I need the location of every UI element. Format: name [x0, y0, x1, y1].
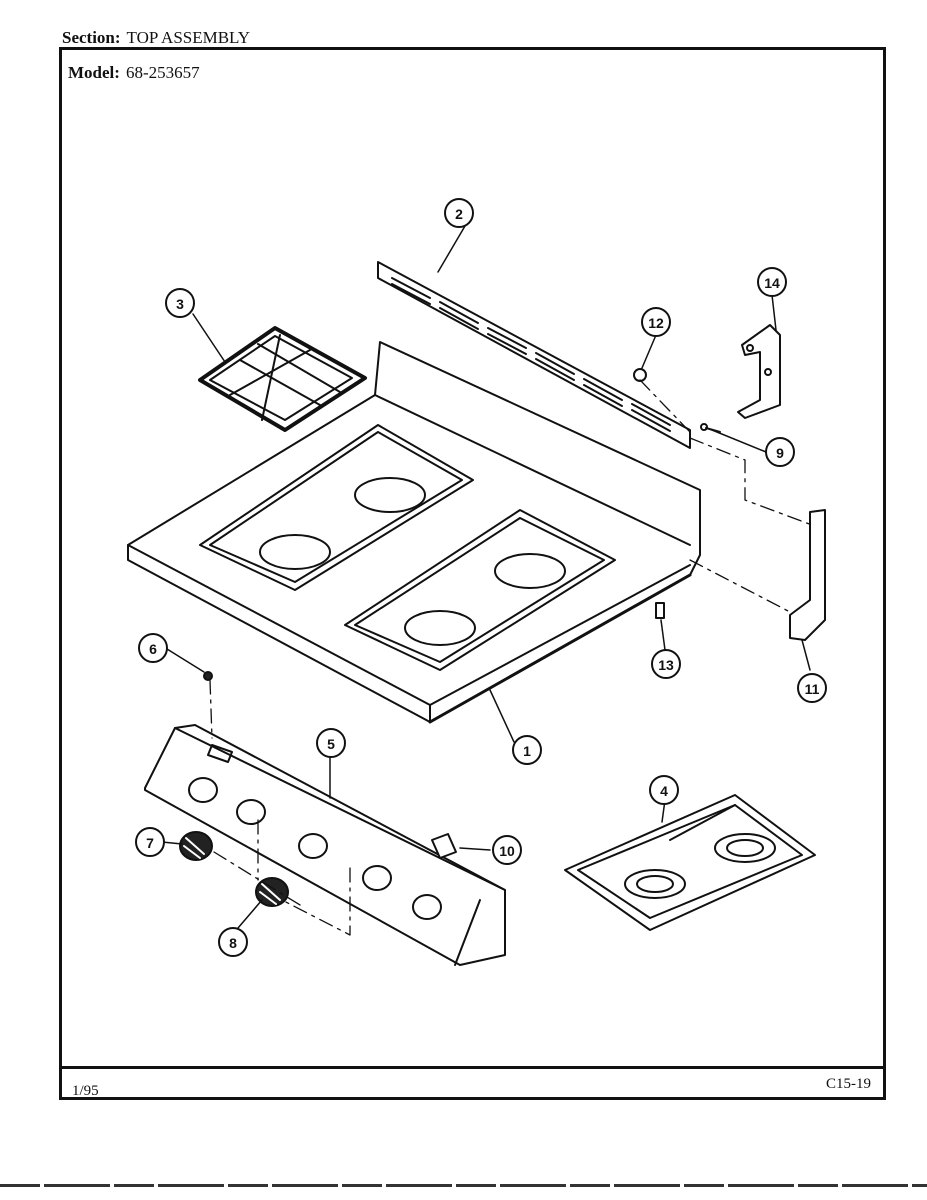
callout-label: 11 [805, 681, 820, 697]
callout-12 [641, 307, 671, 337]
callout-14 [757, 267, 787, 297]
footer-rule [59, 1066, 886, 1069]
callout-13 [651, 649, 681, 679]
footer-page-code: C15-19 [826, 1076, 871, 1092]
callout-10 [492, 835, 522, 865]
callout-9 [765, 437, 795, 467]
callout-label: 3 [176, 296, 184, 312]
callout-3 [165, 288, 195, 318]
callout-label: 12 [648, 315, 664, 331]
callout-label: 6 [149, 641, 157, 657]
callout-8 [218, 927, 248, 957]
callout-label: 10 [499, 843, 515, 859]
callout-2 [444, 198, 474, 228]
callout-label: 14 [764, 275, 780, 291]
section-label: Section: [62, 28, 121, 47]
hardware [203, 368, 721, 681]
leader-lines [161, 225, 811, 929]
callout-label: 13 [658, 657, 674, 673]
callout-7 [135, 827, 165, 857]
rear-vent-strip [377, 261, 691, 449]
scan-bottom-rule [0, 1184, 927, 1187]
callout-label: 7 [146, 835, 154, 851]
assembly-lines [209, 379, 813, 936]
callout-label: 5 [327, 736, 335, 752]
drip-pan-tray [564, 794, 816, 931]
callout-5 [316, 728, 346, 758]
callout-label: 4 [660, 783, 668, 799]
knob-7 [179, 831, 213, 861]
diagram-frame [59, 47, 886, 1100]
callout-4 [649, 775, 679, 805]
callout-labels: 1 2 3 4 5 6 7 8 9 10 11 12 13 14 [146, 206, 820, 951]
footer-date: 1/95 [72, 1083, 99, 1099]
model-heading: Model: 68-253657 [68, 63, 200, 83]
callout-11 [797, 673, 827, 703]
callout-6 [138, 633, 168, 663]
cooktop-main-top [127, 341, 701, 724]
callout-label: 2 [455, 206, 463, 222]
callout-1 [512, 735, 542, 765]
section-value: TOP ASSEMBLY [126, 28, 251, 47]
callout-label: 1 [523, 743, 531, 759]
callouts [135, 198, 827, 957]
callout-label: 8 [229, 935, 237, 951]
clip-10 [431, 833, 457, 859]
model-value: 68-253657 [125, 63, 200, 82]
section-heading: Section: TOP ASSEMBLY [62, 28, 250, 48]
control-panel [144, 724, 506, 966]
burner-grate [198, 326, 367, 432]
model-label: Model: [68, 63, 120, 82]
side-trim [789, 509, 826, 641]
callout-label: 9 [776, 445, 784, 461]
mounting-bracket [737, 324, 781, 419]
knob-8 [255, 877, 289, 907]
